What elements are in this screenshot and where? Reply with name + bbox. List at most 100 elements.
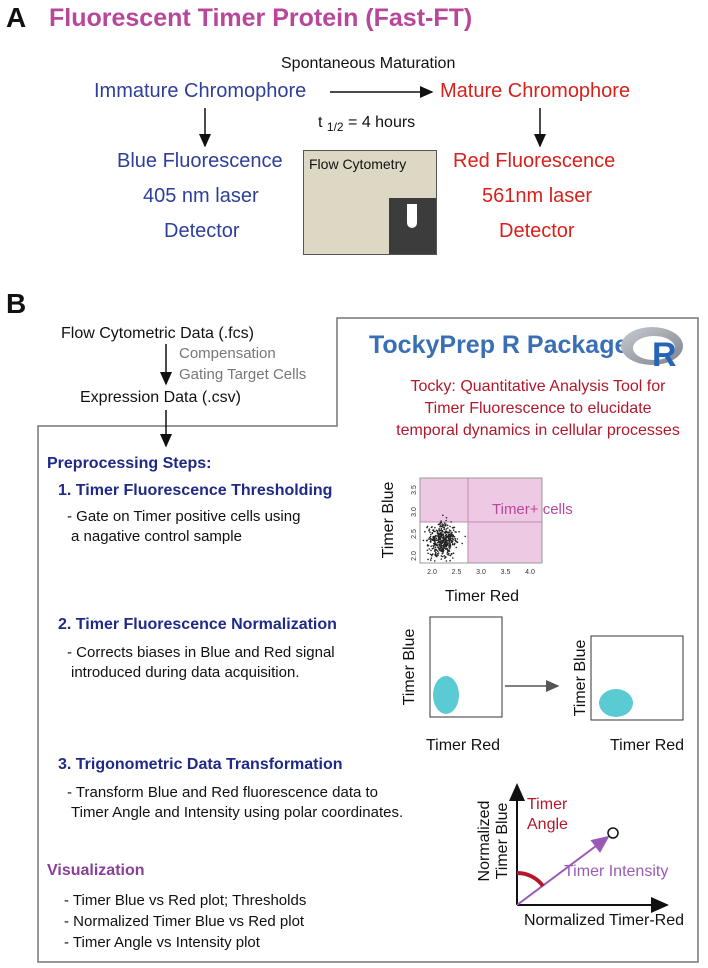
cell-dot: [424, 530, 426, 533]
blue-laser: 405 nm laser: [143, 185, 259, 207]
cell-dot: [442, 524, 445, 526]
cell-dot: [437, 546, 439, 548]
half-life-label: t 1/2 = 4 hours: [318, 114, 416, 135]
cell-dot: [434, 560, 436, 562]
cell-dot: [442, 549, 444, 551]
cell-dot: [443, 528, 445, 530]
cell-dot: [453, 526, 456, 529]
compensation-label: Compensation: [179, 345, 276, 362]
cell-dot: [448, 539, 450, 541]
cell-dot: [444, 536, 446, 538]
cell-dot: [435, 539, 438, 542]
cell-dot: [440, 534, 443, 536]
cell-dot: [436, 553, 439, 555]
cell-dot: [440, 555, 443, 557]
cell-dot: [450, 540, 452, 542]
cell-dot: [433, 542, 435, 545]
cell-dot: [442, 535, 445, 538]
package-outline: [37, 317, 699, 963]
cell-dot: [440, 527, 443, 530]
cell-dot: [447, 527, 449, 529]
cell-dot: [438, 543, 440, 546]
cell-dot: [435, 534, 437, 537]
visualization-item: - Timer Blue vs Red plot; Thresholds: [64, 892, 307, 909]
cell-dot: [449, 537, 452, 540]
post-normalization-plot: Timer Blue Timer Red: [572, 635, 684, 754]
step-3-desc: - Transform Blue and Red fluorescence da…: [67, 783, 403, 823]
cell-dot: [441, 523, 443, 525]
cell-dot: [429, 553, 432, 556]
cell-dot: [430, 533, 432, 536]
cell-dot: [444, 531, 446, 534]
cell-dot: [437, 554, 439, 556]
red-fluorescence: Red Fluorescence: [453, 150, 616, 172]
cell-dot: [429, 531, 431, 534]
plot2-xlabel: Timer Red: [426, 737, 500, 754]
plot1-xlabel: Timer Red: [445, 588, 519, 605]
cell-dot: [430, 559, 432, 561]
cell-dot: [447, 554, 449, 556]
x-tick-label: 3.5: [501, 569, 511, 576]
cell-dot: [431, 554, 433, 557]
cell-dot: [439, 548, 441, 551]
cell-dot: [434, 542, 437, 545]
tocky-desc-line-3: temporal dynamics in cellular processes: [396, 422, 680, 439]
cell-dot: [448, 552, 450, 555]
cell-dot: [438, 536, 441, 539]
y-tick-label: 2.0: [411, 551, 418, 561]
cell-dot: [444, 547, 446, 550]
cell-dot: [455, 546, 457, 549]
r-logo-icon: R: [621, 327, 683, 372]
cell-dot: [427, 558, 429, 561]
cell-dot: [449, 554, 452, 557]
cell-point: [607, 827, 619, 839]
cell-dot: [448, 546, 450, 548]
cell-dot: [439, 538, 441, 540]
step-2-title: 2. Timer Fluorescence Normalization: [58, 616, 337, 633]
sample-port: [389, 198, 436, 254]
cell-dot: [447, 534, 450, 536]
flow-cytometry-label: Flow Cytometry: [309, 156, 407, 172]
cell-dot: [444, 556, 447, 558]
cell-dot: [441, 540, 444, 543]
cell-dot: [432, 553, 434, 555]
tocky-desc-line-1: Tocky: Quantitative Analysis Tool for: [410, 378, 666, 395]
plot2-ylabel: Timer Blue: [401, 629, 418, 706]
cell-dot: [432, 529, 434, 531]
cell-dot: [449, 548, 451, 550]
cell-scatter-cloud: [422, 514, 466, 562]
cell-dot: [434, 550, 436, 552]
cell-dot: [448, 549, 450, 552]
cell-dot: [439, 525, 441, 528]
cell-dot: [434, 555, 437, 557]
y-tick-label: 3.0: [411, 507, 418, 517]
cell-dot: [448, 544, 450, 547]
cell-dot: [444, 525, 446, 527]
cell-population: [433, 676, 459, 714]
intensity-vector: [516, 835, 610, 906]
cell-dot: [441, 525, 444, 528]
cell-dot: [437, 534, 440, 537]
cell-dot: [449, 534, 451, 537]
visualization-list: - Timer Blue vs Red plot; Thresholds - N…: [64, 890, 306, 953]
cell-dot: [447, 537, 450, 540]
cell-dot: [440, 520, 442, 522]
cell-dot: [441, 524, 444, 527]
cell-dot: [434, 526, 436, 529]
cell-dot: [440, 532, 442, 534]
x-tick-label: 2.5: [452, 569, 462, 576]
normalized-cell-population: [599, 689, 633, 717]
cell-dot: [441, 552, 444, 555]
cell-dot: [451, 542, 454, 545]
cell-dot: [447, 548, 449, 550]
cell-dot: [442, 545, 444, 547]
cell-dot: [439, 533, 442, 536]
cell-dot: [427, 538, 430, 540]
gating-label: Gating Target Cells: [179, 366, 307, 383]
cell-dot: [445, 537, 447, 540]
cell-dot: [439, 547, 441, 549]
polar-transform-plot: Timer Angle Timer Intensity Normalized T…: [476, 783, 684, 929]
cell-dot: [452, 538, 454, 540]
plot3-ylabel: Timer Blue: [572, 640, 589, 717]
